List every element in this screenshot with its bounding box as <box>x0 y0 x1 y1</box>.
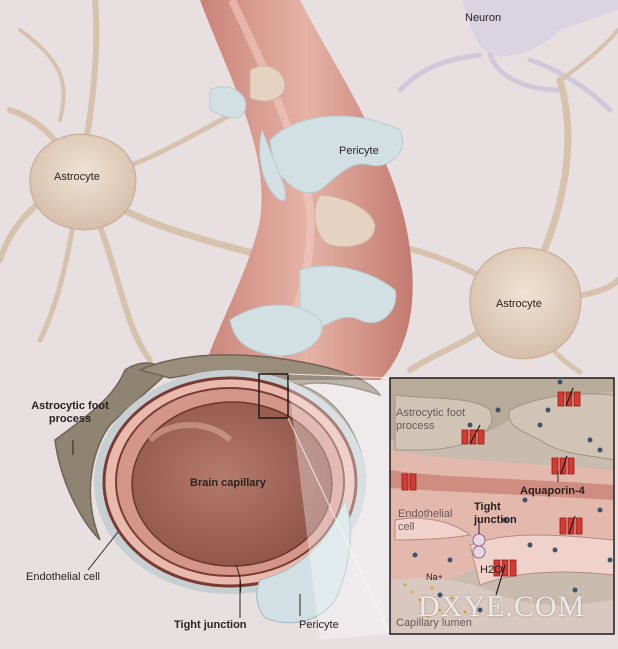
inset-endothelial-label: Endothelial cell <box>398 508 453 533</box>
zoom-box <box>258 373 289 419</box>
inset-aquaporin-label: Aquaporin-4 <box>520 485 585 497</box>
aquaporin-channels <box>401 391 583 577</box>
sodium-ions <box>403 583 467 618</box>
water-molecules <box>412 379 613 613</box>
endothelial-cell-label: Endothelial cell <box>26 571 100 583</box>
watermark: DXYE.COM <box>418 590 586 623</box>
tight-junction-label: Tight junction <box>174 619 247 631</box>
neuron-label: Neuron <box>465 12 502 24</box>
inset-capillary-lumen-label: Capillary lumen <box>396 617 472 629</box>
brain-capillary-label: Brain capillary <box>190 477 266 489</box>
capillary-lumen <box>131 401 333 567</box>
inset-panel <box>390 378 614 634</box>
inset-sodium-label: Na+ <box>426 572 443 582</box>
astrocytic-foot-process-label: Astrocytic foot process <box>31 400 109 425</box>
pericyte-cross-section <box>256 498 351 624</box>
astrocyte-right-label: Astrocyte <box>496 298 542 310</box>
tight-junction-proteins <box>472 533 486 559</box>
inset-tight-junction-label: Tight junction <box>474 501 517 526</box>
capillary-cross-section <box>94 370 366 594</box>
astrocyte-right-body <box>469 246 582 360</box>
pericyte-bottom-label: Pericyte <box>299 619 339 631</box>
inset-foot-process-label: Astrocytic foot process <box>396 407 466 432</box>
astrocyte-left-label: Astrocyte <box>54 171 100 183</box>
endothelial-leader <box>87 531 119 571</box>
pericyte-top-label: Pericyte <box>339 145 379 157</box>
pericyte-wraps <box>209 86 404 357</box>
neuron <box>397 0 618 113</box>
inset-water-label: H2O <box>480 564 503 576</box>
astrocyte-left-body <box>29 133 137 231</box>
